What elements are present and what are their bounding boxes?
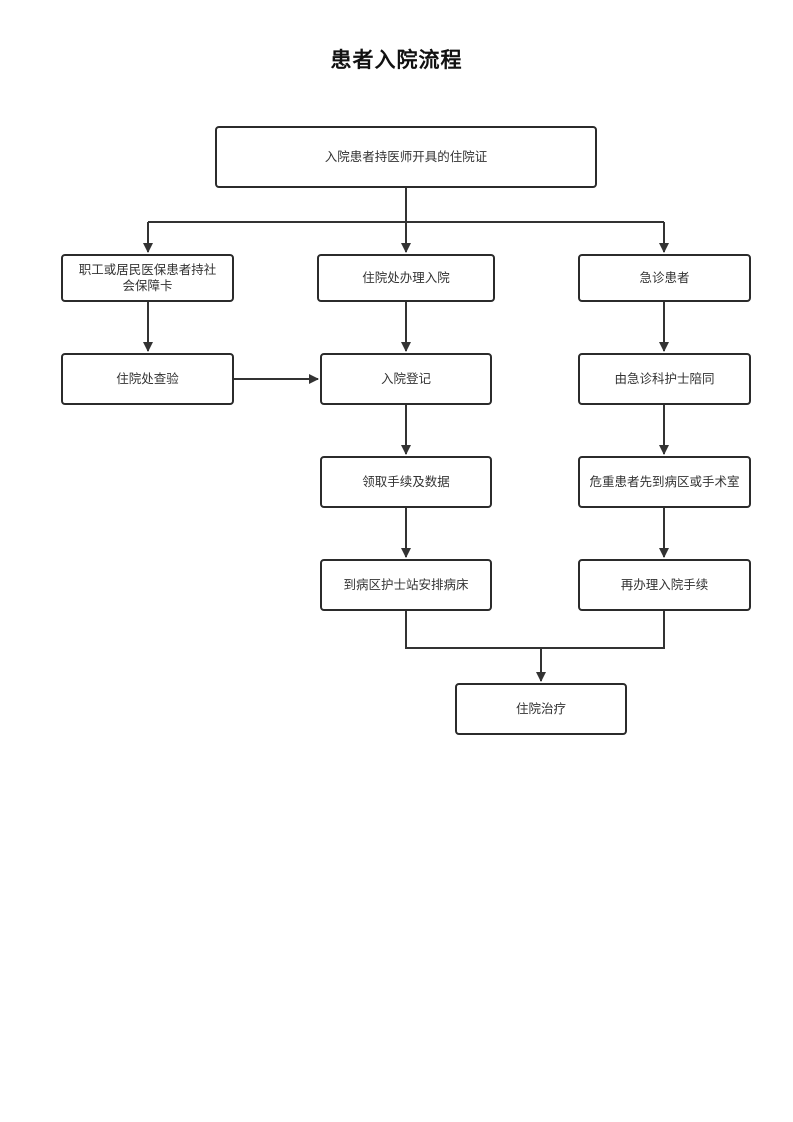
node-register: 入院登记 [320, 353, 492, 405]
node-collect: 领取手续及数据 [320, 456, 492, 508]
node-insured: 职工或居民医保患者持社会保障卡 [61, 254, 234, 302]
node-critical: 危重患者先到病区或手术室 [578, 456, 751, 508]
node-admit-office: 住院处办理入院 [317, 254, 495, 302]
connector-merge [405, 611, 665, 649]
node-treatment: 住院治疗 [455, 683, 627, 735]
node-start: 入院患者持医师开具的住院证 [215, 126, 597, 188]
page-title: 患者入院流程 [330, 47, 463, 72]
node-nurse-escort: 由急诊科护士陪同 [578, 353, 751, 405]
node-emergency: 急诊患者 [578, 254, 751, 302]
node-redo: 再办理入院手续 [578, 559, 751, 611]
node-bed: 到病区护士站安排病床 [320, 559, 492, 611]
node-verify: 住院处查验 [61, 353, 234, 405]
